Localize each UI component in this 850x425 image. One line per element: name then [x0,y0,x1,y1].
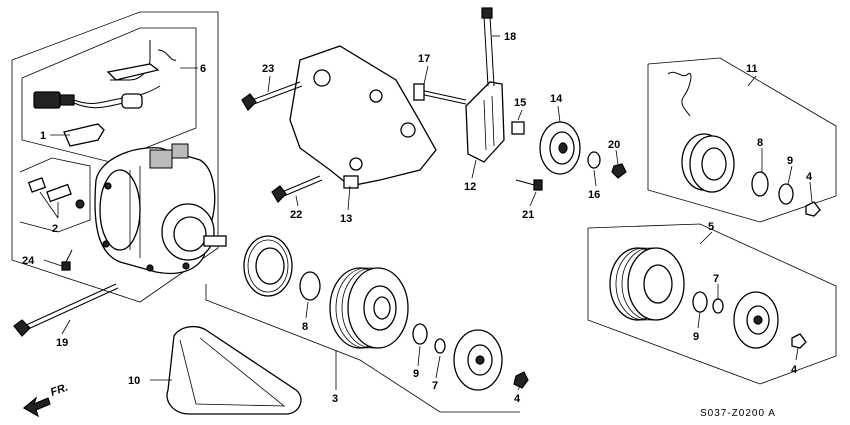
idler-pulley [539,121,581,175]
compressor-body [94,143,227,275]
nut-4 [513,371,529,389]
nut-20 [611,163,627,179]
shim-7 [434,338,446,354]
callout-16: 16 [588,189,600,201]
drive-belt [166,325,302,415]
callout-5: 5 [708,221,714,233]
callout-9-clutch: 9 [413,368,419,380]
callout-24: 24 [22,255,35,267]
callout-3: 3 [332,393,338,405]
leader-lines [39,35,813,391]
bolt-23 [241,81,303,111]
callout-13: 13 [340,213,352,225]
snap-ring-8-kit [751,171,769,197]
callout-17: 17 [418,53,430,65]
nut-4-set [791,333,807,349]
callout-14: 14 [550,93,563,105]
snap-ring-8 [299,271,321,301]
adjusting-bolt-18 [481,7,495,87]
callout-22: 22 [290,209,302,221]
bolt-17 [413,83,467,105]
tension-adjuster [465,81,505,163]
shim-7-set [712,298,724,314]
compressor-bracket [289,45,437,189]
callout-9-set: 9 [693,331,699,343]
callout-8-kit: 8 [757,137,763,149]
washer-16 [587,151,601,169]
front-direction-label: FR. [49,381,70,398]
bolt-19 [13,283,119,337]
relief-valve [27,177,85,209]
callout-4-kit: 4 [806,171,813,183]
callout-10: 10 [128,375,140,387]
stator-coil [243,235,293,297]
callout-12: 12 [464,181,476,193]
snap-ring-9-set [692,291,708,313]
callout-8-clutch: 8 [302,321,308,333]
bolt-22 [271,175,323,203]
clutch-pulley-set [609,247,685,321]
callout-7-clutch: 7 [432,380,438,392]
snap-ring-9-kit [778,183,794,205]
callout-15: 15 [514,97,526,109]
callout-20: 20 [608,139,620,151]
callout-4-set: 4 [791,364,798,376]
callout-4-clutch: 4 [514,393,521,405]
compressor-assembly-group [11,11,227,303]
snap-ring-9 [412,323,428,345]
callout-11: 11 [746,63,758,75]
callout-23: 23 [262,63,274,75]
armature-plate [453,329,503,391]
callout-19: 19 [56,337,68,349]
diagram-code: S037-Z0200 A [700,408,776,419]
wire-harness [33,40,177,109]
nut-4-kit [805,201,821,217]
callout-18: 18 [504,31,516,43]
callout-labels: 1 2 3 4 4 4 5 6 7 7 8 8 9 9 9 10 11 12 1… [22,31,813,405]
front-direction-arrow [22,396,51,418]
bolt-24 [61,249,73,271]
callout-1: 1 [40,130,46,142]
callout-9-kit: 9 [787,155,793,167]
nut-15 [511,121,525,135]
callout-2: 2 [52,223,58,235]
callout-7-set: 7 [713,273,719,285]
field-coil [667,71,735,193]
callout-6: 6 [200,63,206,75]
callout-21: 21 [522,209,534,221]
armature-plate-set [733,291,779,349]
pulley [329,267,409,349]
harness-clip [63,123,105,147]
bolt-21 [515,179,543,191]
